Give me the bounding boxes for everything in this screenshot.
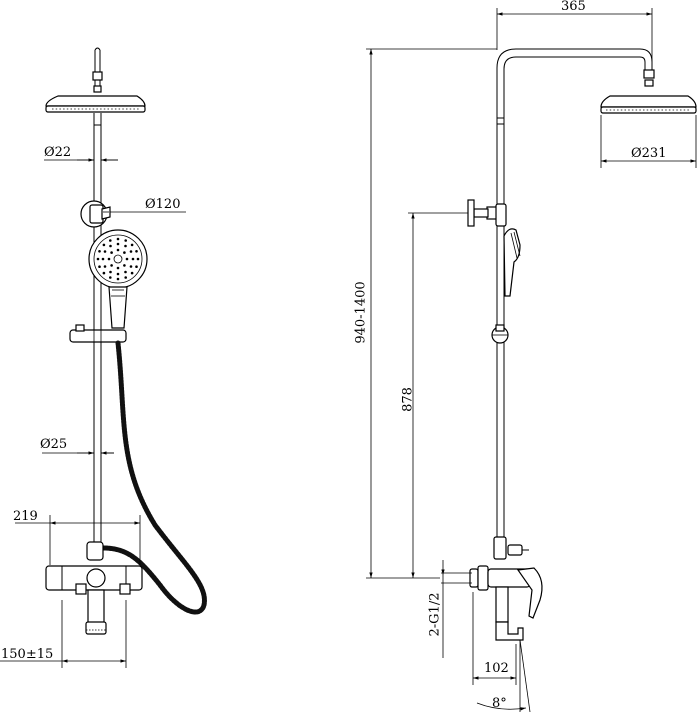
dim-side-spout-projection bbox=[472, 592, 517, 685]
label-front-inlet-centers: 150±15 bbox=[1, 647, 54, 662]
nozzle-dot bbox=[116, 242, 120, 246]
label-side-spout-angle: 8° bbox=[492, 696, 507, 711]
nozzle-dot bbox=[98, 265, 101, 269]
hand-shower-nozzles bbox=[96, 237, 140, 281]
nozzle-dot bbox=[98, 250, 101, 253]
label-side-spout-projection: 102 bbox=[484, 661, 509, 676]
nozzle-dot bbox=[116, 272, 120, 276]
nozzle-dot bbox=[116, 237, 120, 241]
nozzle-dot bbox=[131, 257, 135, 261]
nozzle-dot bbox=[124, 244, 127, 248]
label-side-total-height: 940-1400 bbox=[353, 281, 369, 344]
nozzle-dot bbox=[109, 244, 112, 248]
label-side-arm-length: 365 bbox=[561, 0, 586, 14]
nozzle-dot bbox=[101, 257, 105, 261]
nozzle-dot bbox=[123, 251, 126, 254]
side-riser-arm bbox=[496, 48, 653, 545]
label-front-riser-diameter: Ø25 bbox=[40, 437, 68, 452]
dim-front-inlet-centers bbox=[0, 600, 127, 668]
nozzle-dot bbox=[129, 250, 133, 253]
front-mixer-valve bbox=[45, 541, 143, 635]
front-view bbox=[0, 47, 207, 668]
nozzle-dot bbox=[123, 264, 126, 267]
front-bracket bbox=[80, 200, 111, 228]
nozzle-dot bbox=[102, 243, 106, 247]
nozzle-dot bbox=[110, 251, 113, 254]
dim-side-total-height bbox=[366, 48, 497, 579]
nozzle-dot bbox=[116, 266, 120, 270]
nozzle-dot bbox=[124, 270, 127, 274]
nozzle-dot bbox=[102, 271, 106, 275]
label-side-overhead-diameter: Ø231 bbox=[631, 146, 667, 161]
nozzle-dot bbox=[96, 257, 100, 261]
front-sliding-holder bbox=[69, 324, 127, 343]
nozzle-dot bbox=[130, 271, 134, 275]
nozzle-dot bbox=[124, 239, 127, 242]
dim-front-outlet-reach bbox=[15, 515, 141, 565]
front-hose bbox=[100, 340, 207, 615]
front-hand-shower bbox=[88, 229, 148, 329]
side-overhead-shower bbox=[600, 69, 697, 114]
nozzle-dot bbox=[116, 248, 120, 252]
nozzle-dot bbox=[109, 276, 112, 279]
nozzle-dot bbox=[110, 264, 113, 267]
side-mixer-valve bbox=[441, 536, 543, 641]
dim-side-arm-length bbox=[496, 8, 653, 72]
label-front-overhead-diameter: Ø22 bbox=[44, 145, 72, 160]
nozzle-dot bbox=[136, 257, 140, 261]
nozzle-dot bbox=[125, 257, 129, 261]
nozzle-dot bbox=[103, 265, 107, 268]
label-front-hand-shower-diameter: Ø120 bbox=[145, 197, 181, 212]
side-hand-shower bbox=[503, 228, 521, 297]
nozzle-dot bbox=[109, 270, 112, 274]
front-riser-pipe bbox=[93, 113, 102, 545]
nozzle-dot bbox=[130, 243, 134, 247]
side-slider bbox=[491, 324, 509, 344]
side-bracket bbox=[467, 199, 507, 227]
nozzle-dot bbox=[124, 276, 127, 279]
nozzle-dot bbox=[129, 265, 133, 268]
dim-side-overhead-diameter bbox=[600, 115, 697, 168]
nozzle-dot bbox=[107, 257, 111, 261]
nozzle-dot bbox=[109, 239, 112, 242]
nozzle-dot bbox=[135, 250, 138, 253]
front-overhead-shower bbox=[45, 47, 146, 113]
side-view bbox=[366, 8, 697, 713]
dim-side-spout-angle bbox=[476, 639, 531, 713]
label-front-outlet-reach: 219 bbox=[13, 509, 38, 524]
nozzle-dot bbox=[116, 277, 120, 281]
label-side-bracket-height: 878 bbox=[400, 387, 416, 412]
dim-side-bracket-height bbox=[408, 212, 468, 578]
label-side-inlet-thread: 2-G1/2 bbox=[427, 592, 443, 637]
nozzle-dot bbox=[135, 265, 138, 269]
nozzle-dot bbox=[103, 250, 107, 253]
